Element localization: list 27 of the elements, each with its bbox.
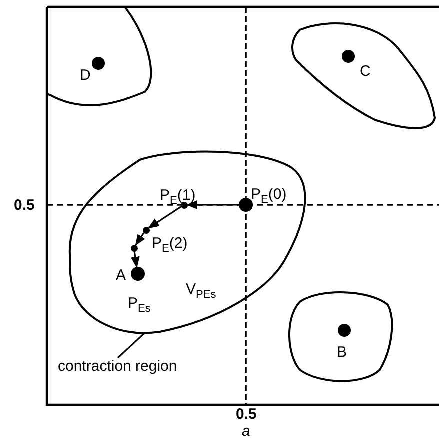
arrow	[135, 232, 146, 246]
leader-line	[117, 332, 146, 359]
arrow	[130, 251, 140, 268]
point-label: A	[116, 268, 126, 283]
point-label: P$_{E}$(2)	[152, 236, 188, 251]
point-dot	[131, 267, 145, 281]
axis-tick-label: 0.5	[14, 198, 35, 213]
point-dot	[142, 226, 150, 234]
axis-label: a	[242, 424, 250, 439]
axis-tick-label: 0.5	[236, 407, 257, 422]
arrow	[148, 206, 182, 229]
point-label: D	[80, 68, 91, 83]
region-label: V$_{PEs}$	[186, 282, 216, 297]
arrow	[186, 200, 239, 210]
point-dot	[130, 244, 138, 252]
point-label: B	[337, 345, 348, 360]
point-label: C	[360, 64, 371, 79]
point-dot	[338, 324, 350, 336]
point-label: P$_{E}$(1)	[160, 188, 196, 203]
point-label: P$_{E}$(0)	[251, 187, 287, 202]
region-outline	[286, 290, 394, 383]
region-label: contraction region	[58, 358, 178, 375]
point-dot	[180, 202, 188, 208]
point-dot	[92, 56, 104, 70]
point-dot	[342, 50, 354, 62]
region-label: P$_{Es}$	[128, 296, 151, 311]
point-dot	[239, 198, 253, 212]
